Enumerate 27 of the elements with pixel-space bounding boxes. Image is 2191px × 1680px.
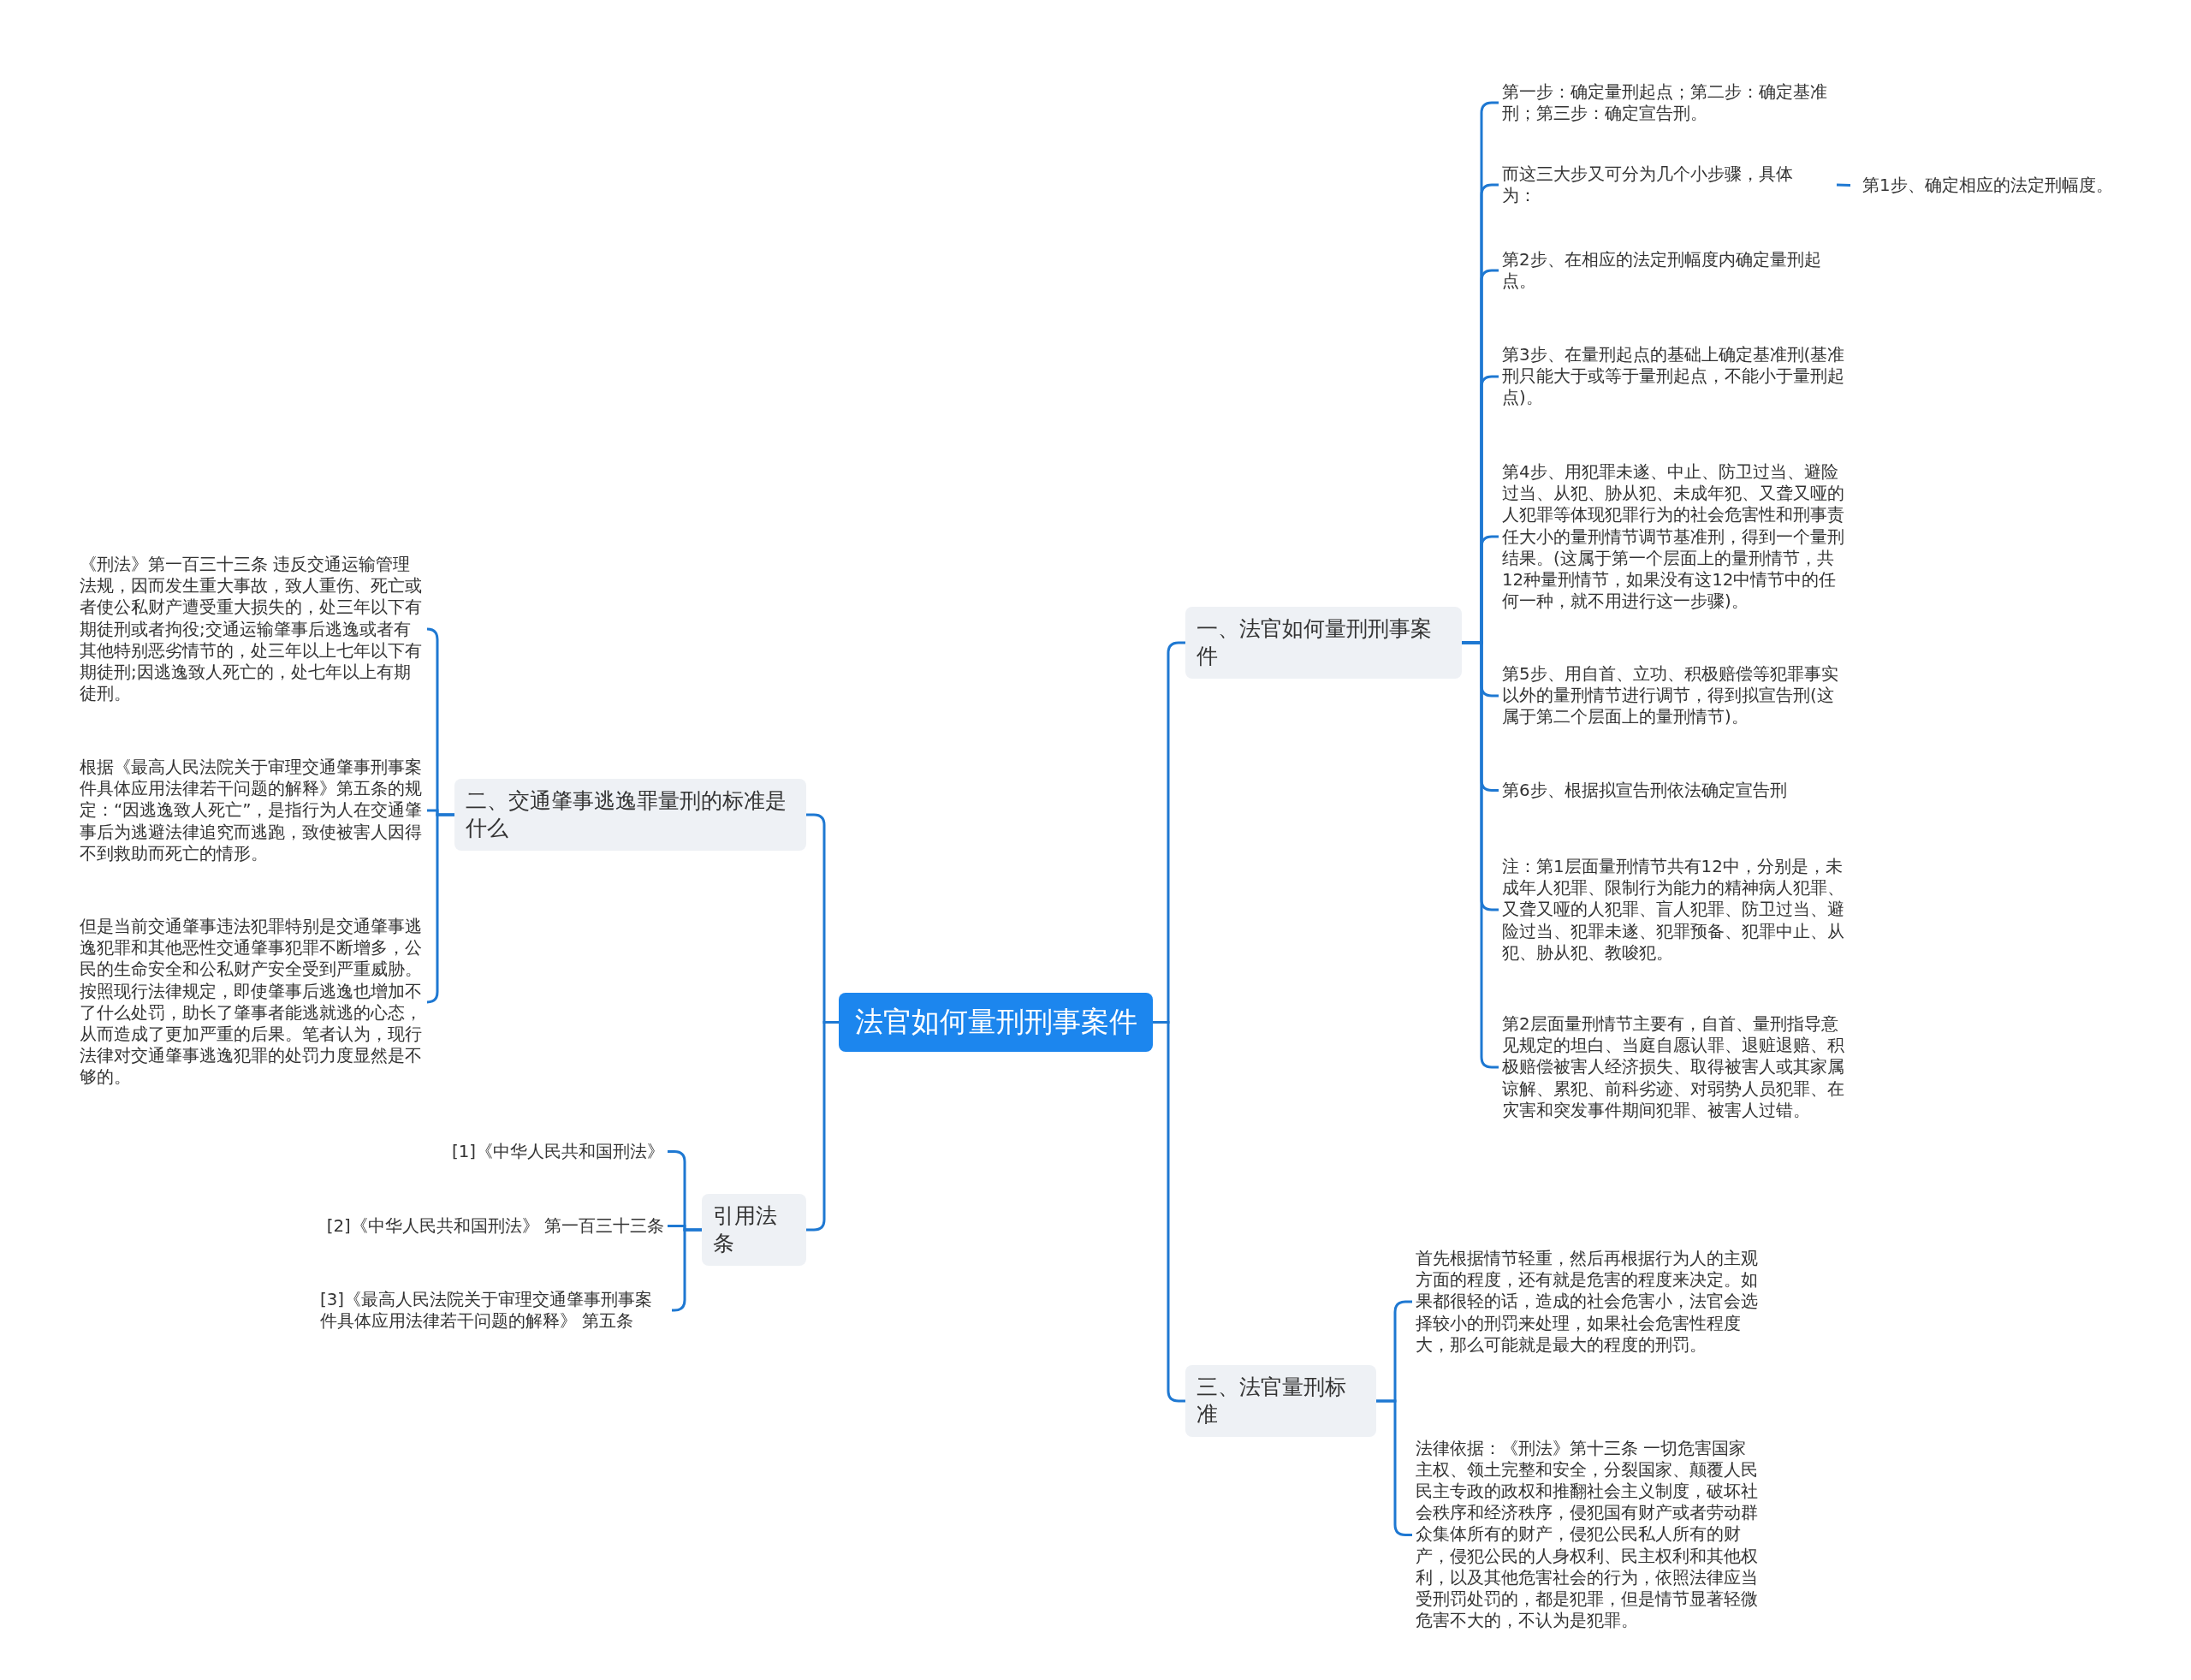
topic-text: 但是当前交通肇事违法犯罪特别是交通肇事逃逸犯罪和其他恶性交通肇事犯罪不断增多，公民的生命安全和公私财产安全受到严重威胁。按照现行法律规定，即使肇事后逃逸也增加不了什么处罚，助长了肇事者能逃就逃的心态，从而造成了更加严重的后果。笔者认为，现行法律对交通肇事逃逸犯罪的处罚力度显然是不够的。 (76, 916, 427, 1089)
topic-text: [1]《中华人民共和国刑法》 (317, 1140, 668, 1162)
topic-text: 而这三大步又可分为几个小步骤，具体为： (1499, 163, 1828, 207)
topic-text: [2]《中华人民共和国刑法》 第一百三十三条 (291, 1214, 668, 1237)
topic-text: 根据《最高人民法院关于审理交通肇事刑事案件具体应用法律若干问题的解释》第五条的规定：“因逃逸致人死亡”，是指行为人在交通肇事后为逃避法律追究而逃跑，致使被害人因得不到救助而死亡的情形。 (76, 757, 427, 864)
topic-text: 第2步、在相应的法定刑幅度内确定量刑起点。 (1499, 249, 1850, 293)
connector-line (425, 813, 454, 1004)
topic-text: 第2层面量刑情节主要有，自首、量刑指导意见规定的坦白、当庭自愿认罪、退赃退赔、积极赔偿被害人经济损失、取得被害人或其家属谅解、累犯、前科劣迹、对弱势人员犯罪、在灾害和突发事件期间犯罪、被害人过错。 (1499, 1013, 1850, 1121)
main-topic: 三、法官量刑标准 (1185, 1365, 1376, 1437)
topic-text: 第1步、确定相应的法定刑幅度。 (1859, 174, 2117, 196)
topic-text: 第6步、根据拟宣告刑依法确定宣告刑 (1499, 779, 1850, 801)
topic-text: 法律依据：《刑法》第十三条 一切危害国家主权、领土完整和安全，分裂国家、颠覆人民民主专政的政权和推翻社会主义制度，破坏社会秩序和经济秩序，侵犯国有财产或者劳动群众集体所有的财产，侵犯公民私人所有的财产，侵犯公民的人身权利、民主权利和其他权利，以及其他危害社会的行为，依照法律应当受刑罚处罚的，都是犯罪，但是情节显著轻微危害不大的，不认为是犯罪。 (1412, 1437, 1763, 1632)
main-topic: 二、交通肇事逃逸罪量刑的标准是什么 (454, 779, 806, 851)
central-topic: 法官如何量刑刑事案件 (839, 992, 1153, 1052)
connector-line (1836, 183, 1851, 187)
topic-text: 第5步、用自首、立功、积极赔偿等犯罪事实以外的量刑情节进行调节，得到拟宣告刑(这属于第二个层面上的量刑情节)。 (1499, 663, 1850, 728)
topic-text: 第4步、用犯罪未遂、中止、防卫过当、避险过当、从犯、胁从犯、未成年犯、又聋又哑的人犯罪等体现犯罪行为的社会危害性和刑事责任大小的量刑情节调节基准刑，得到一个量刑结果。(这属于第一个层面上的量刑情节，共12种量刑情节，如果没有这12中情节中的任何一种，就不用进行这一步骤)。 (1499, 461, 1850, 613)
topic-text: 第一步：确定量刑起点；第二步：确定基准刑；第三步：确定宣告刑。 (1499, 81, 1850, 125)
topic-text: 第3步、在量刑起点的基础上确定基准刑(基准刑只能大于或等于量刑起点，不能小于量刑起点)。 (1499, 344, 1850, 409)
topic-text: [3]《最高人民法院关于审理交通肇事刑事案件具体应用法律若干问题的解释》 第五条 (317, 1289, 672, 1333)
connector-line (1153, 1021, 1185, 1403)
topic-text: 注：第1层面量刑情节共有12中，分别是，未成年人犯罪、限制行为能力的精神病人犯罪、又聋又哑的人犯罪、盲人犯罪、防卫过当、避险过当、犯罪未遂、犯罪预备、犯罪中止、从犯、胁从犯、教唆犯。 (1499, 856, 1850, 964)
main-topic: 引用法条 (702, 1194, 806, 1266)
connector-line (806, 1021, 839, 1232)
topic-text: 首先根据情节轻重，然后再根据行为人的主观方面的程度，还有就是危害的程度来决定。如果都很轻的话，造成的社会危害小，法官会选择较小的刑罚来处理，如果社会危害性程度大，那么可能就是最大的程度的刑罚。 (1412, 1248, 1763, 1356)
main-topic: 一、法官如何量刑刑事案件 (1185, 607, 1462, 679)
topic-text: 《刑法》第一百三十三条 违反交通运输管理法规，因而发生重大事故，致人重伤、死亡或者使公私财产遭受重大损失的，处三年以下有期徒刑或者拘役;交通运输肇事后逃逸或者有其他特别恶劣情节的，处三年以上七年以下有期徒刑;因逃逸致人死亡的，处七年以上有期徒刑。 (76, 554, 427, 705)
